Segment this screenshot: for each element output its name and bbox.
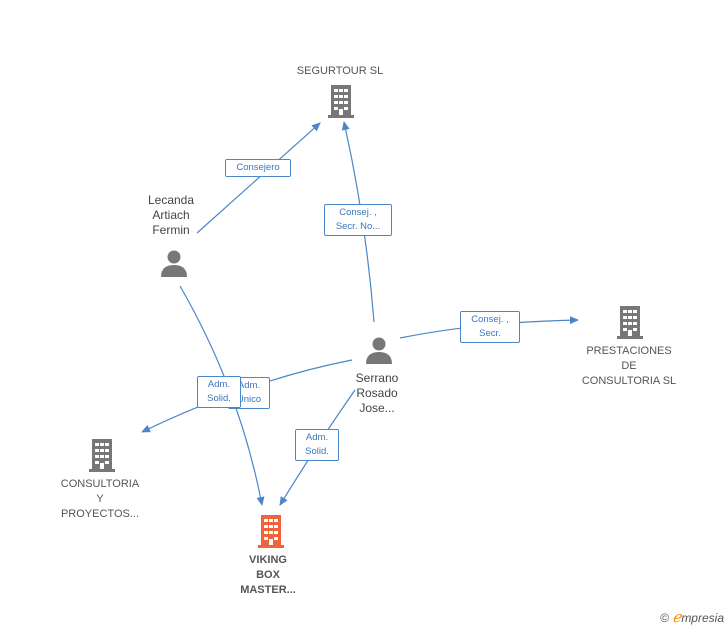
building-icon[interactable] xyxy=(325,83,357,119)
copyright-symbol: © xyxy=(660,611,670,625)
edge-label-serrano-viking[interactable]: Adm.Solid. xyxy=(295,429,339,461)
edge-label-serrano-prestaciones[interactable]: Consej. ,Secr. xyxy=(460,311,520,343)
edge-label-lecanda-segurtour[interactable]: Consejero xyxy=(225,159,291,177)
building-icon[interactable] xyxy=(255,513,287,549)
node-label-segurtour[interactable]: SEGURTOUR SL xyxy=(296,65,384,77)
edge-lecanda-segurtour xyxy=(196,122,321,234)
empresia-logo-e: ℯ xyxy=(672,608,682,626)
person-icon[interactable] xyxy=(364,335,394,365)
building-icon[interactable] xyxy=(614,304,646,340)
edge-label-lecanda-viking[interactable]: Adm.Solid. xyxy=(197,376,241,408)
brand-watermark: © ℯmpresia xyxy=(660,608,724,626)
building-icon[interactable] xyxy=(86,437,118,473)
edge-label-serrano-segurtour[interactable]: Consej. ,Secr. No... xyxy=(324,204,392,236)
empresia-logo-text: mpresia xyxy=(681,611,724,625)
person-icon[interactable] xyxy=(159,248,189,278)
